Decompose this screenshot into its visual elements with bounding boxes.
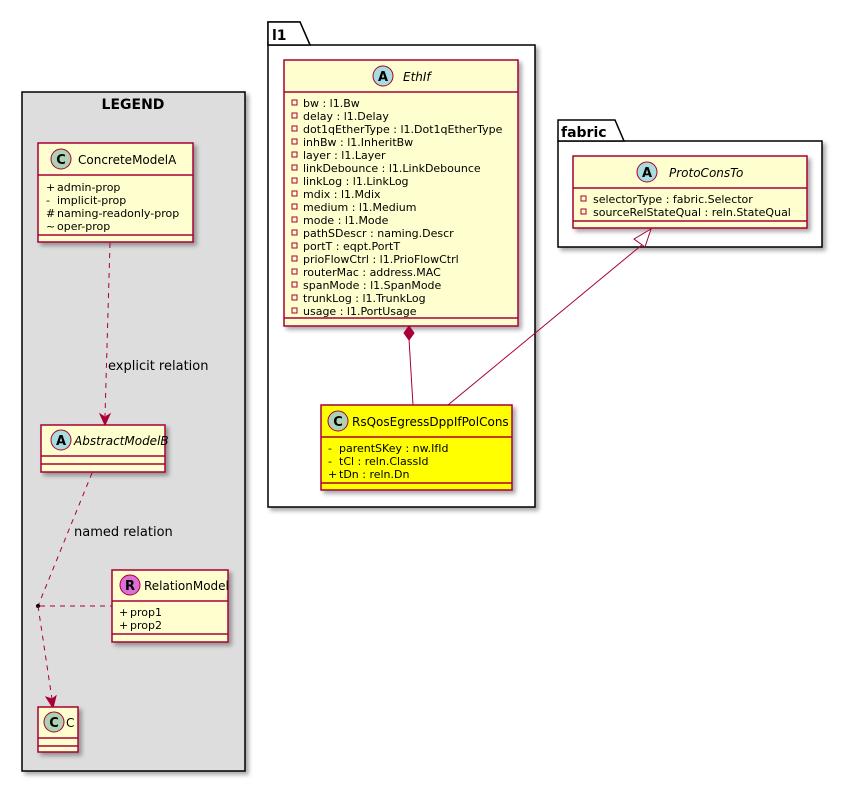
attr-visibility: + — [46, 181, 55, 194]
attr-row: mode : l1.Mode — [303, 214, 389, 227]
class-a-icon — [50, 429, 72, 451]
attr-visibility: - — [328, 455, 332, 468]
class-c-icon — [327, 410, 349, 432]
private-visibility-icon — [291, 255, 298, 262]
attr-row: oper-prop — [57, 220, 110, 233]
class-c-icon — [43, 711, 65, 733]
class-a-icon-letter: A — [56, 434, 66, 449]
attr-visibility: - — [328, 442, 332, 455]
target-model-class[interactable]: C C — [37, 706, 79, 753]
attr-row: linkDebounce : l1.LinkDebounce — [303, 162, 481, 175]
attr-row: sourceRelStateQual : reln.StateQual — [593, 206, 791, 219]
class-a-icon — [372, 65, 394, 87]
private-visibility-icon — [291, 229, 298, 236]
private-visibility-icon — [291, 164, 298, 171]
private-visibility-icon — [580, 195, 587, 202]
explicit-relation-label: explicit relation — [108, 359, 208, 374]
attr-row: inhBw : l1.InheritBw — [303, 136, 413, 149]
private-visibility-icon — [291, 294, 298, 301]
attr-row: delay : l1.Delay — [303, 110, 389, 123]
package-name: fabric — [561, 125, 607, 141]
private-visibility-icon — [291, 138, 298, 145]
attr-row: admin-prop — [57, 181, 120, 194]
private-visibility-icon — [291, 307, 298, 314]
named-relation-label: named relation — [74, 525, 173, 540]
private-visibility-icon — [291, 125, 298, 132]
rs-qos-egress-class[interactable]: C RsQosEgressDppIfPolCons - parentSKey :… — [320, 404, 513, 491]
class-a-icon-letter: A — [642, 166, 652, 181]
attr-row: trunkLog : l1.TrunkLog — [303, 292, 426, 305]
attr-row: mdix : l1.Mdix — [303, 188, 381, 201]
attr-row: layer : l1.Layer — [303, 149, 386, 162]
attr-row: medium : l1.Medium — [303, 201, 416, 214]
attr-row: linkLog : l1.LinkLog — [303, 175, 409, 188]
class-name: AbstractModelB — [73, 434, 169, 448]
private-visibility-icon — [291, 203, 298, 210]
class-name: ProtoConsTo — [669, 166, 743, 180]
attr-row: usage : l1.PortUsage — [303, 305, 417, 318]
class-name: ConcreteModelA — [78, 153, 177, 167]
package-name: l1 — [272, 28, 287, 44]
class-r-icon — [119, 574, 141, 596]
class-c-icon-letter: C — [56, 153, 66, 168]
class-name: C — [66, 716, 74, 730]
private-visibility-icon — [291, 242, 298, 249]
private-visibility-icon — [291, 190, 298, 197]
attr-visibility: + — [119, 619, 128, 632]
class-a-icon — [636, 161, 658, 183]
attr-visibility: - — [46, 194, 50, 207]
private-visibility-icon — [291, 99, 298, 106]
relation-model-class[interactable]: R RelationModel + prop1 + prop2 — [111, 569, 229, 643]
attr-row: tDn : reln.Dn — [339, 468, 409, 481]
class-name: RsQosEgressDppIfPolCons — [352, 415, 509, 429]
attr-visibility: + — [328, 468, 337, 481]
explicit-relation-edge: explicit relation — [98, 242, 208, 427]
private-visibility-icon — [291, 281, 298, 288]
class-c-icon-letter: C — [49, 716, 59, 731]
private-visibility-icon — [291, 112, 298, 119]
attr-row: selectorType : fabric.Selector — [593, 193, 753, 206]
attr-visibility: # — [46, 207, 55, 220]
attr-row: dot1qEtherType : l1.Dot1qEtherType — [303, 123, 503, 136]
legend-title: LEGEND — [102, 97, 165, 113]
private-visibility-icon — [580, 208, 587, 215]
private-visibility-icon — [291, 216, 298, 223]
attr-row: prioFlowCtrl : l1.PrioFlowCtrl — [303, 253, 459, 266]
inheritance-edge — [447, 227, 652, 406]
composition-edge — [403, 325, 415, 406]
private-visibility-icon — [291, 268, 298, 275]
attr-row: prop1 — [130, 606, 162, 619]
class-r-icon-letter: R — [125, 579, 135, 594]
attr-row: spanMode : l1.SpanMode — [303, 279, 442, 292]
attr-visibility: ~ — [46, 220, 55, 233]
attr-row: naming-readonly-prop — [57, 207, 179, 220]
named-relation-edge: named relation — [36, 472, 173, 710]
concrete-model-class[interactable]: C ConcreteModelA + admin-prop - implicit… — [37, 142, 194, 243]
attr-row: routerMac : address.MAC — [303, 266, 441, 279]
class-name: EthIf — [403, 70, 432, 84]
attr-row: pathSDescr : naming.Descr — [303, 227, 454, 240]
attr-visibility: + — [119, 606, 128, 619]
class-a-icon-letter: A — [378, 70, 388, 85]
abstract-model-class[interactable]: A AbstractModelB — [40, 424, 169, 473]
attr-row: portT : eqpt.PortT — [303, 240, 400, 253]
class-c-icon — [50, 148, 72, 170]
class-c-icon-letter: C — [333, 415, 343, 430]
attr-row: tCl : reln.ClassId — [339, 455, 429, 468]
private-visibility-icon — [291, 177, 298, 184]
class-name: RelationModel — [144, 579, 229, 593]
protocons-to-class[interactable]: A ProtoConsTo selectorType : fabric.Sele… — [572, 155, 808, 229]
attr-row: bw : l1.Bw — [303, 97, 360, 110]
attr-row: implicit-prop — [57, 194, 126, 207]
attr-row: parentSKey : nw.IfId — [339, 442, 448, 455]
private-visibility-icon — [291, 151, 298, 158]
attr-row: prop2 — [130, 619, 162, 632]
